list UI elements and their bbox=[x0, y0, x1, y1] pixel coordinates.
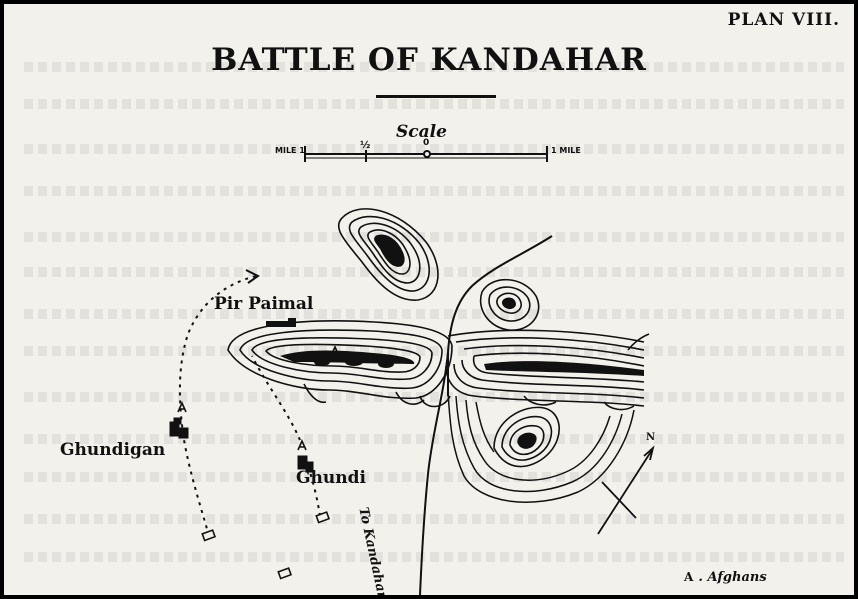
compass-north-label: N bbox=[646, 432, 656, 443]
label-ghundi: Ghundi bbox=[296, 468, 366, 488]
ridge-marker bbox=[330, 345, 340, 357]
southeast-hill bbox=[493, 406, 560, 468]
title-underline bbox=[376, 95, 496, 98]
plan-number: PLAN VIII. bbox=[727, 10, 840, 30]
scale-right-label: 1 MILE bbox=[551, 146, 581, 155]
north-hill bbox=[337, 208, 439, 301]
outer-contours bbox=[447, 333, 650, 503]
compass-rose bbox=[597, 445, 655, 535]
legend: A . Afghans bbox=[684, 566, 767, 585]
british-troop-markers bbox=[201, 511, 331, 580]
ghundigan-afghan-marker bbox=[177, 401, 187, 413]
battle-map bbox=[169, 146, 655, 595]
ghundigan-village bbox=[169, 417, 189, 439]
ghundi-afghan-marker bbox=[297, 439, 307, 451]
legend-afghan-marker: A bbox=[684, 570, 694, 584]
label-pir-paimal: Pir Paimal bbox=[214, 294, 314, 314]
legend-afghans-label: . Afghans bbox=[698, 570, 767, 585]
northeast-hill bbox=[479, 278, 540, 331]
map-title: BATTLE OF KANDAHAR bbox=[211, 42, 647, 78]
road-to-kandahar bbox=[419, 235, 553, 595]
scale-left-label: MILE 1 bbox=[275, 146, 305, 155]
ghundi-village bbox=[297, 455, 314, 473]
scale-title: Scale bbox=[396, 122, 447, 142]
map-page: PLAN VIII. BATTLE OF KANDAHAR Scale MILE… bbox=[4, 4, 854, 595]
british-advance-routes bbox=[178, 275, 321, 537]
route-arrow bbox=[245, 269, 260, 284]
scale-zero-label: 0 bbox=[423, 138, 430, 148]
scale-bar bbox=[304, 146, 548, 162]
scale-half-label: ½ bbox=[360, 140, 371, 151]
east-ridge bbox=[445, 329, 645, 411]
ridge-crest bbox=[280, 350, 415, 368]
pir-paimal-village bbox=[266, 318, 296, 327]
east-ridge-crest bbox=[484, 361, 644, 376]
pir-paimal-ridge bbox=[227, 320, 453, 408]
label-ghundigan: Ghundigan bbox=[60, 440, 166, 460]
